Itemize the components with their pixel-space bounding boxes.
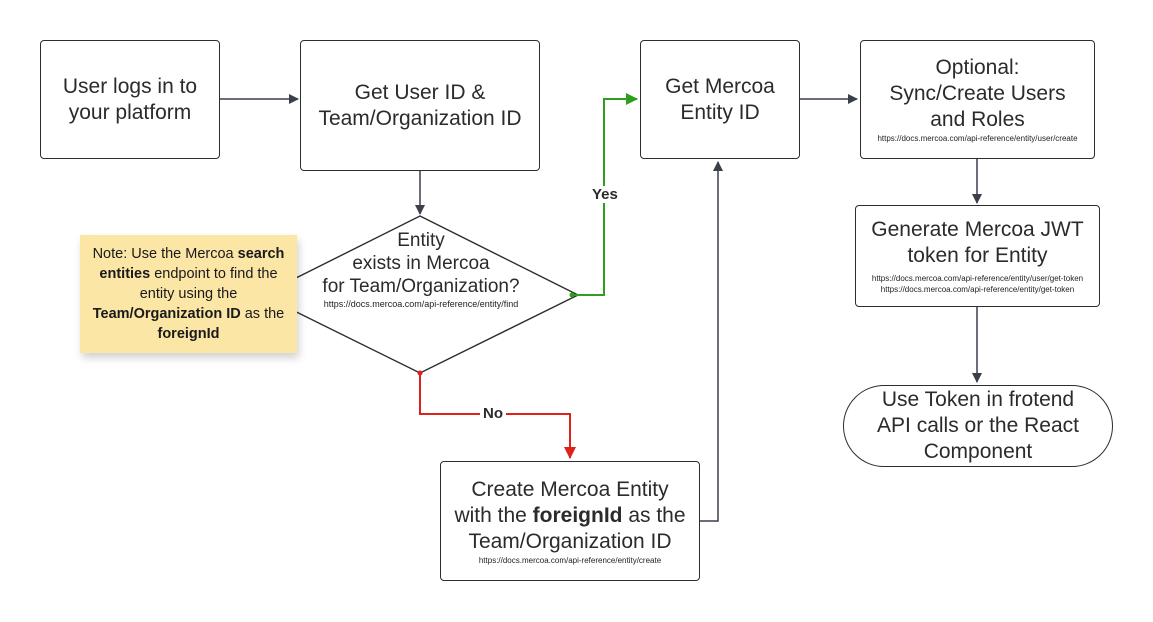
note-text: Note: Use the Mercoa search entities end… <box>90 244 287 344</box>
note-sticky: Note: Use the Mercoa search entities end… <box>80 235 297 353</box>
node-sync-create-users-title: Optional: Sync/Create Users and Roles <box>889 56 1066 131</box>
create-entity-line-2-post: as the <box>622 503 686 527</box>
note-bold-1: search entities <box>99 246 285 282</box>
node-get-user-and-team-id: Get User ID & Team/Organization ID <box>300 40 540 171</box>
decision-url: https://docs.mercoa.com/api-reference/en… <box>323 299 519 309</box>
note-bold-2: Team/Organization ID <box>92 306 241 322</box>
node-generate-jwt: Generate Mercoa JWT token for Entity htt… <box>855 205 1100 307</box>
decision-line-1: Entity <box>397 230 445 251</box>
node-use-token-text: Use Token in frotend API calls or the Re… <box>877 388 1079 463</box>
note-part-2: endpoint to find the entity using the <box>139 266 278 302</box>
create-entity-line-1: Create Mercoa Entity <box>471 477 669 501</box>
node-sync-create-users-url: https://docs.mercoa.com/api-reference/en… <box>877 134 1078 143</box>
create-entity-line-2-pre: with the <box>454 503 533 527</box>
create-entity-url: https://docs.mercoa.com/api-reference/en… <box>478 555 662 565</box>
node-get-user-and-team-id-text: Get User ID & Team/Organization ID <box>318 80 522 130</box>
note-part-1: Note: Use the Mercoa <box>92 246 238 262</box>
edge-label-yes: Yes <box>589 186 621 203</box>
create-entity-line-2-bold: foreignId <box>532 503 623 527</box>
node-use-token: Use Token in frotend API calls or the Re… <box>843 385 1113 467</box>
node-generate-jwt-url-2: https://docs.mercoa.com/api-reference/en… <box>880 285 1075 294</box>
node-get-mercoa-entity-id: Get Mercoa Entity ID <box>640 40 800 159</box>
create-entity-line-3: Team/Organization ID <box>468 529 672 553</box>
create-entity-line-2: with the foreignId as the <box>454 503 685 529</box>
edge-create-to-get-entity <box>700 161 723 522</box>
decision-line-2: exists in Mercoa <box>352 253 490 274</box>
note-part-3: as the <box>240 306 285 322</box>
node-get-mercoa-entity-id-text: Get Mercoa Entity ID <box>665 74 775 124</box>
edge-label-no: No <box>480 405 506 422</box>
node-generate-jwt-title: Generate Mercoa JWT token for Entity <box>871 218 1084 267</box>
node-create-mercoa-entity: Create Mercoa Entity with the foreignId … <box>440 461 700 581</box>
decision-text: Entity exists in Mercoa for Team/Organiz… <box>290 229 552 310</box>
edge-no-start-dot <box>417 370 423 376</box>
decision-line-3: for Team/Organization? <box>322 276 520 297</box>
node-user-logs-in: User logs in to your platform <box>40 40 220 159</box>
node-user-logs-in-text: User logs in to your platform <box>62 74 198 124</box>
note-bold-3: foreignId <box>157 326 220 342</box>
edge-yes-start-dot <box>569 292 575 298</box>
node-sync-create-users: Optional: Sync/Create Users and Roles ht… <box>860 40 1095 159</box>
node-generate-jwt-url-1: https://docs.mercoa.com/api-reference/en… <box>871 274 1084 283</box>
